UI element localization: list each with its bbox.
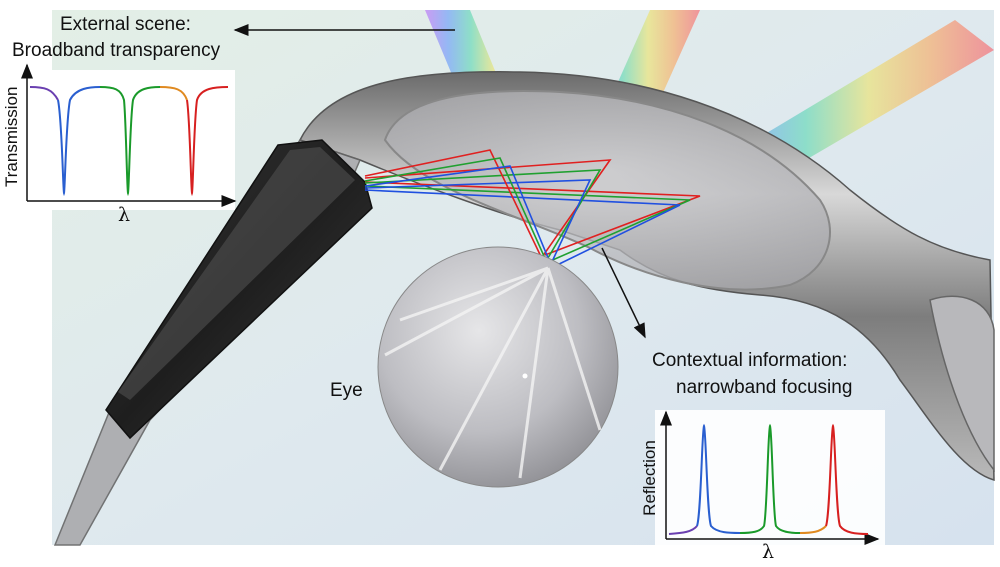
eye <box>377 246 619 488</box>
contextual-info-title: Contextual information: <box>652 350 848 371</box>
glasses-frame <box>298 71 995 482</box>
ray-blue-3 <box>364 165 552 266</box>
external-scene-title: External scene: <box>60 14 191 35</box>
ray-red-3 <box>364 149 546 266</box>
eye-label: Eye <box>330 380 363 401</box>
ray-green-2 <box>364 169 602 264</box>
reflection-x-axis-label: λ <box>762 541 775 563</box>
transmission-y-axis-label: Transmission <box>2 86 21 187</box>
reflection-curve-green <box>739 423 801 534</box>
contextual-info-arrow <box>601 247 646 339</box>
reflection-y-axis-label: Reflection <box>640 440 659 516</box>
transmission-curve-violet <box>29 86 59 101</box>
eyeball <box>377 246 619 488</box>
ray-green-3 <box>364 157 549 266</box>
contextual-info-subtitle: narrowband focusing <box>676 377 853 398</box>
transmission-chart <box>20 63 237 210</box>
second-lens-edge <box>929 295 995 473</box>
ray-blue-1 <box>364 189 681 269</box>
reflection-curve-red <box>825 423 869 535</box>
reflection-chart <box>655 410 885 545</box>
eye-internal-rays <box>384 266 602 479</box>
fovea-point <box>522 373 528 379</box>
ray-green-1 <box>364 185 691 263</box>
lens <box>383 90 831 291</box>
ray-red-1 <box>364 181 701 256</box>
temple-arm <box>53 139 373 546</box>
reflection-curve-orange <box>799 525 827 534</box>
transmission-x-axis-label: λ <box>118 204 131 226</box>
transmission-curve-green <box>99 86 161 197</box>
ray-blue-2 <box>364 179 592 267</box>
transmission-curve-orange <box>159 86 188 101</box>
projected-rays <box>364 149 701 269</box>
projector-highlight <box>118 147 355 400</box>
external-scene-subtitle: Broadband transparency <box>12 40 221 61</box>
transmission-curve-blue <box>57 86 101 197</box>
reflection-curve-blue <box>696 423 741 534</box>
ray-red-2 <box>364 159 612 261</box>
reflection-curve-violet <box>668 525 698 535</box>
transmission-curve-red <box>186 86 229 197</box>
